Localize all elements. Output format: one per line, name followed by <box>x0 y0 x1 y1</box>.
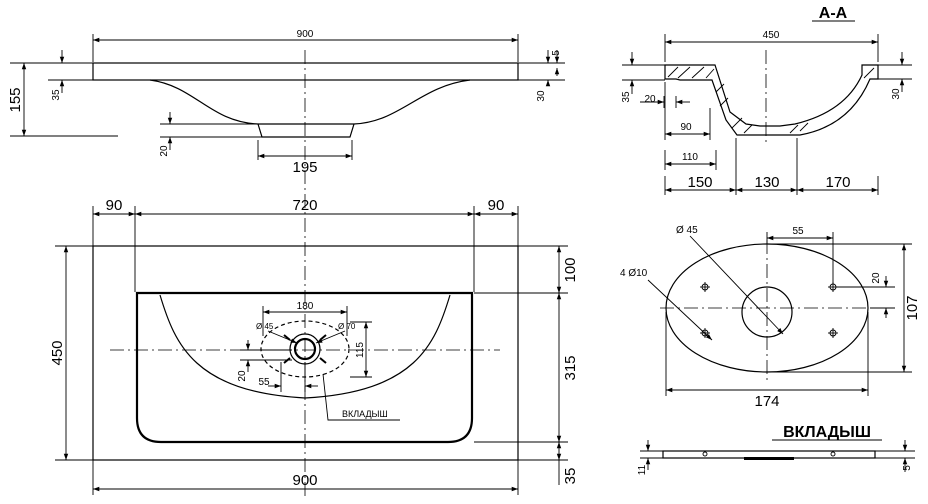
plan-insert-label: ВКЛАДЫШ <box>342 409 388 419</box>
side-edge-dim: 5 <box>551 50 562 56</box>
plan-drain-side-dim: 55 <box>258 377 270 388</box>
section-a-a: А-А 450 35 <box>621 5 912 195</box>
side-drain-w-dim: 195 <box>292 159 317 176</box>
plan-right-dim: 90 <box>488 197 505 214</box>
insert-holes-label: 4 Ø10 <box>620 268 648 279</box>
section-left-h-dim: 35 <box>621 91 632 103</box>
insert-section-title: ВКЛАДЫШ <box>783 424 871 441</box>
insert-d45-label: Ø 45 <box>676 225 698 236</box>
section-width-dim: 450 <box>763 30 780 41</box>
plan-off-top-dim: 100 <box>562 257 579 282</box>
side-view: 900 155 35 20 195 30 <box>7 29 565 500</box>
plan-d70-label: Ø 70 <box>338 322 356 331</box>
plan-width-dim: 900 <box>292 472 317 489</box>
plan-depth-dim: 450 <box>49 340 66 365</box>
plan-mid-dim: 720 <box>292 197 317 214</box>
side-rim-dim: 30 <box>536 90 547 102</box>
side-overall-dim: 900 <box>297 29 314 40</box>
plan-insert-w-dim: 180 <box>297 301 314 312</box>
section-gap-dim: 20 <box>644 94 656 105</box>
insert-section-left-dim: 11 <box>637 464 648 475</box>
plan-left-dim: 90 <box>106 197 123 214</box>
side-depth-dim: 155 <box>7 87 24 112</box>
section-seg1-dim: 150 <box>687 174 712 191</box>
insert-section-right-dim: 5 <box>902 465 913 471</box>
section-title: А-А <box>819 5 848 22</box>
side-drain-h-dim: 20 <box>159 145 170 157</box>
section-outer-dim: 110 <box>682 152 698 163</box>
side-top-dim: 35 <box>51 89 62 101</box>
plan-off-mid-dim: 315 <box>562 355 579 380</box>
plan-view: 90 720 90 180 Ø 45 Ø 70 <box>49 197 579 495</box>
section-right-h-dim: 30 <box>891 88 902 100</box>
plan-drain-off-dim: 20 <box>237 370 248 382</box>
insert-section: ВКЛАДЫШ 11 5 <box>637 424 915 475</box>
insert-off-dim: 55 <box>792 226 804 237</box>
insert-height-dim: 107 <box>904 295 921 320</box>
section-seg2-dim: 130 <box>754 174 779 191</box>
plan-insert-h-dim: 115 <box>355 342 366 358</box>
insert-view: Ø 45 4 Ø10 55 20 107 174 <box>620 225 921 410</box>
insert-width-dim: 174 <box>754 393 779 410</box>
plan-off-bot-dim: 35 <box>562 468 579 485</box>
section-seg3-dim: 170 <box>825 174 850 191</box>
insert-h-off-dim: 20 <box>871 272 882 284</box>
plan-d45-label: Ø 45 <box>256 322 274 331</box>
section-inner-dim: 90 <box>680 122 692 133</box>
